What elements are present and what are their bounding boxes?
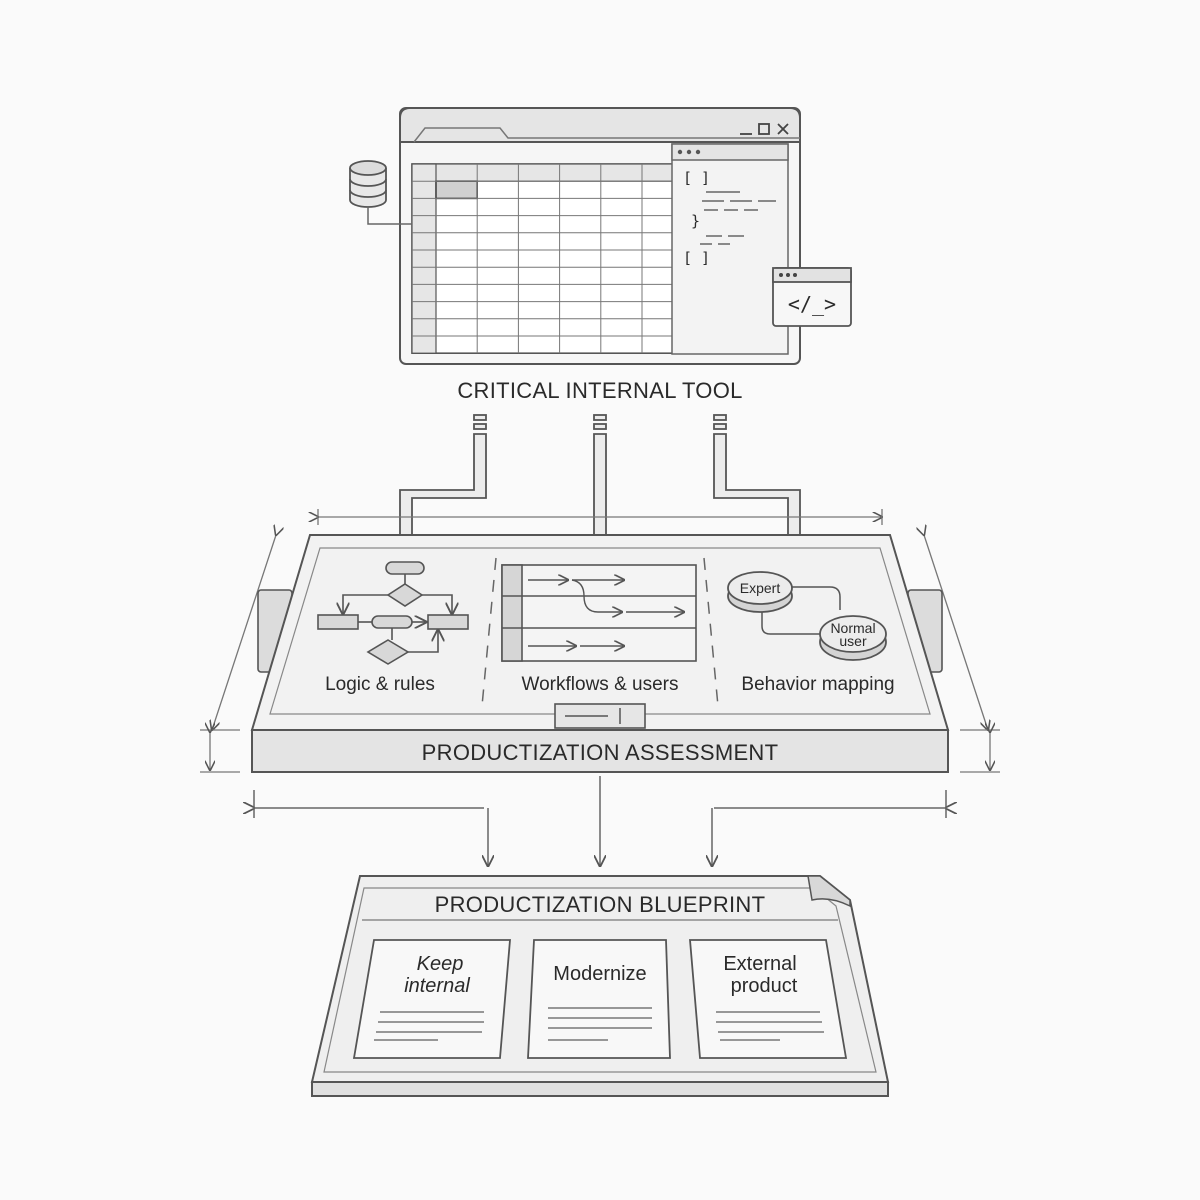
database-icon	[349, 160, 412, 225]
code-line-1: [ ]	[683, 169, 710, 187]
sheet-selected-cell[interactable]	[435, 180, 479, 200]
card-external-line1: External	[723, 953, 796, 975]
card-keep-line2: internal	[404, 975, 470, 997]
blueprint-title: PRODUCTIZATION BLUEPRINT	[435, 892, 766, 917]
maximize-icon[interactable]	[758, 123, 770, 135]
normal-label-line2: user	[839, 633, 867, 649]
flowchart-icon	[317, 561, 469, 665]
expert-label: Expert	[740, 580, 781, 596]
blueprint-card-external: External product	[689, 939, 848, 1059]
code-panel: [ ] } [ ]	[671, 143, 789, 355]
sheet-header-row	[411, 163, 684, 182]
expert-persona: Expert	[727, 571, 793, 613]
section-label-behavior: Behavior mapping	[741, 674, 894, 695]
code-line-3: [ ]	[683, 249, 710, 267]
card-keep-line1: Keep	[417, 953, 464, 975]
code-snippet: </_>	[788, 292, 836, 316]
section-label-logic: Logic & rules	[325, 674, 435, 695]
sheet-header-col	[411, 163, 437, 354]
section-label-workflows: Workflows & users	[522, 674, 679, 695]
normal-label-line1: Normal	[830, 620, 875, 636]
persona-map: Expert Normal user	[727, 571, 887, 661]
swimlane-icon	[501, 564, 697, 662]
card-modernize-line1: Modernize	[553, 963, 646, 985]
assessment-title: PRODUCTIZATION ASSESSMENT	[422, 740, 779, 765]
code-window-icon: </_>	[772, 267, 852, 327]
window-controls[interactable]	[740, 123, 789, 135]
tool-title: CRITICAL INTERNAL TOOL	[457, 378, 742, 403]
close-icon[interactable]	[777, 123, 789, 135]
blueprint-card-modernize: Modernize	[527, 939, 671, 1059]
page-fold-icon	[807, 875, 851, 908]
assessment-to-blueprint-arrows	[254, 776, 946, 866]
blueprint-card-keep: Keep internal	[352, 939, 511, 1059]
spreadsheet-grid	[411, 163, 685, 354]
card-external-line2: product	[731, 975, 798, 997]
code-line-2: }	[691, 212, 700, 230]
internal-tool-window: [ ] } [ ] </_>	[349, 107, 852, 365]
normal-user-persona: Normal user	[819, 615, 887, 661]
